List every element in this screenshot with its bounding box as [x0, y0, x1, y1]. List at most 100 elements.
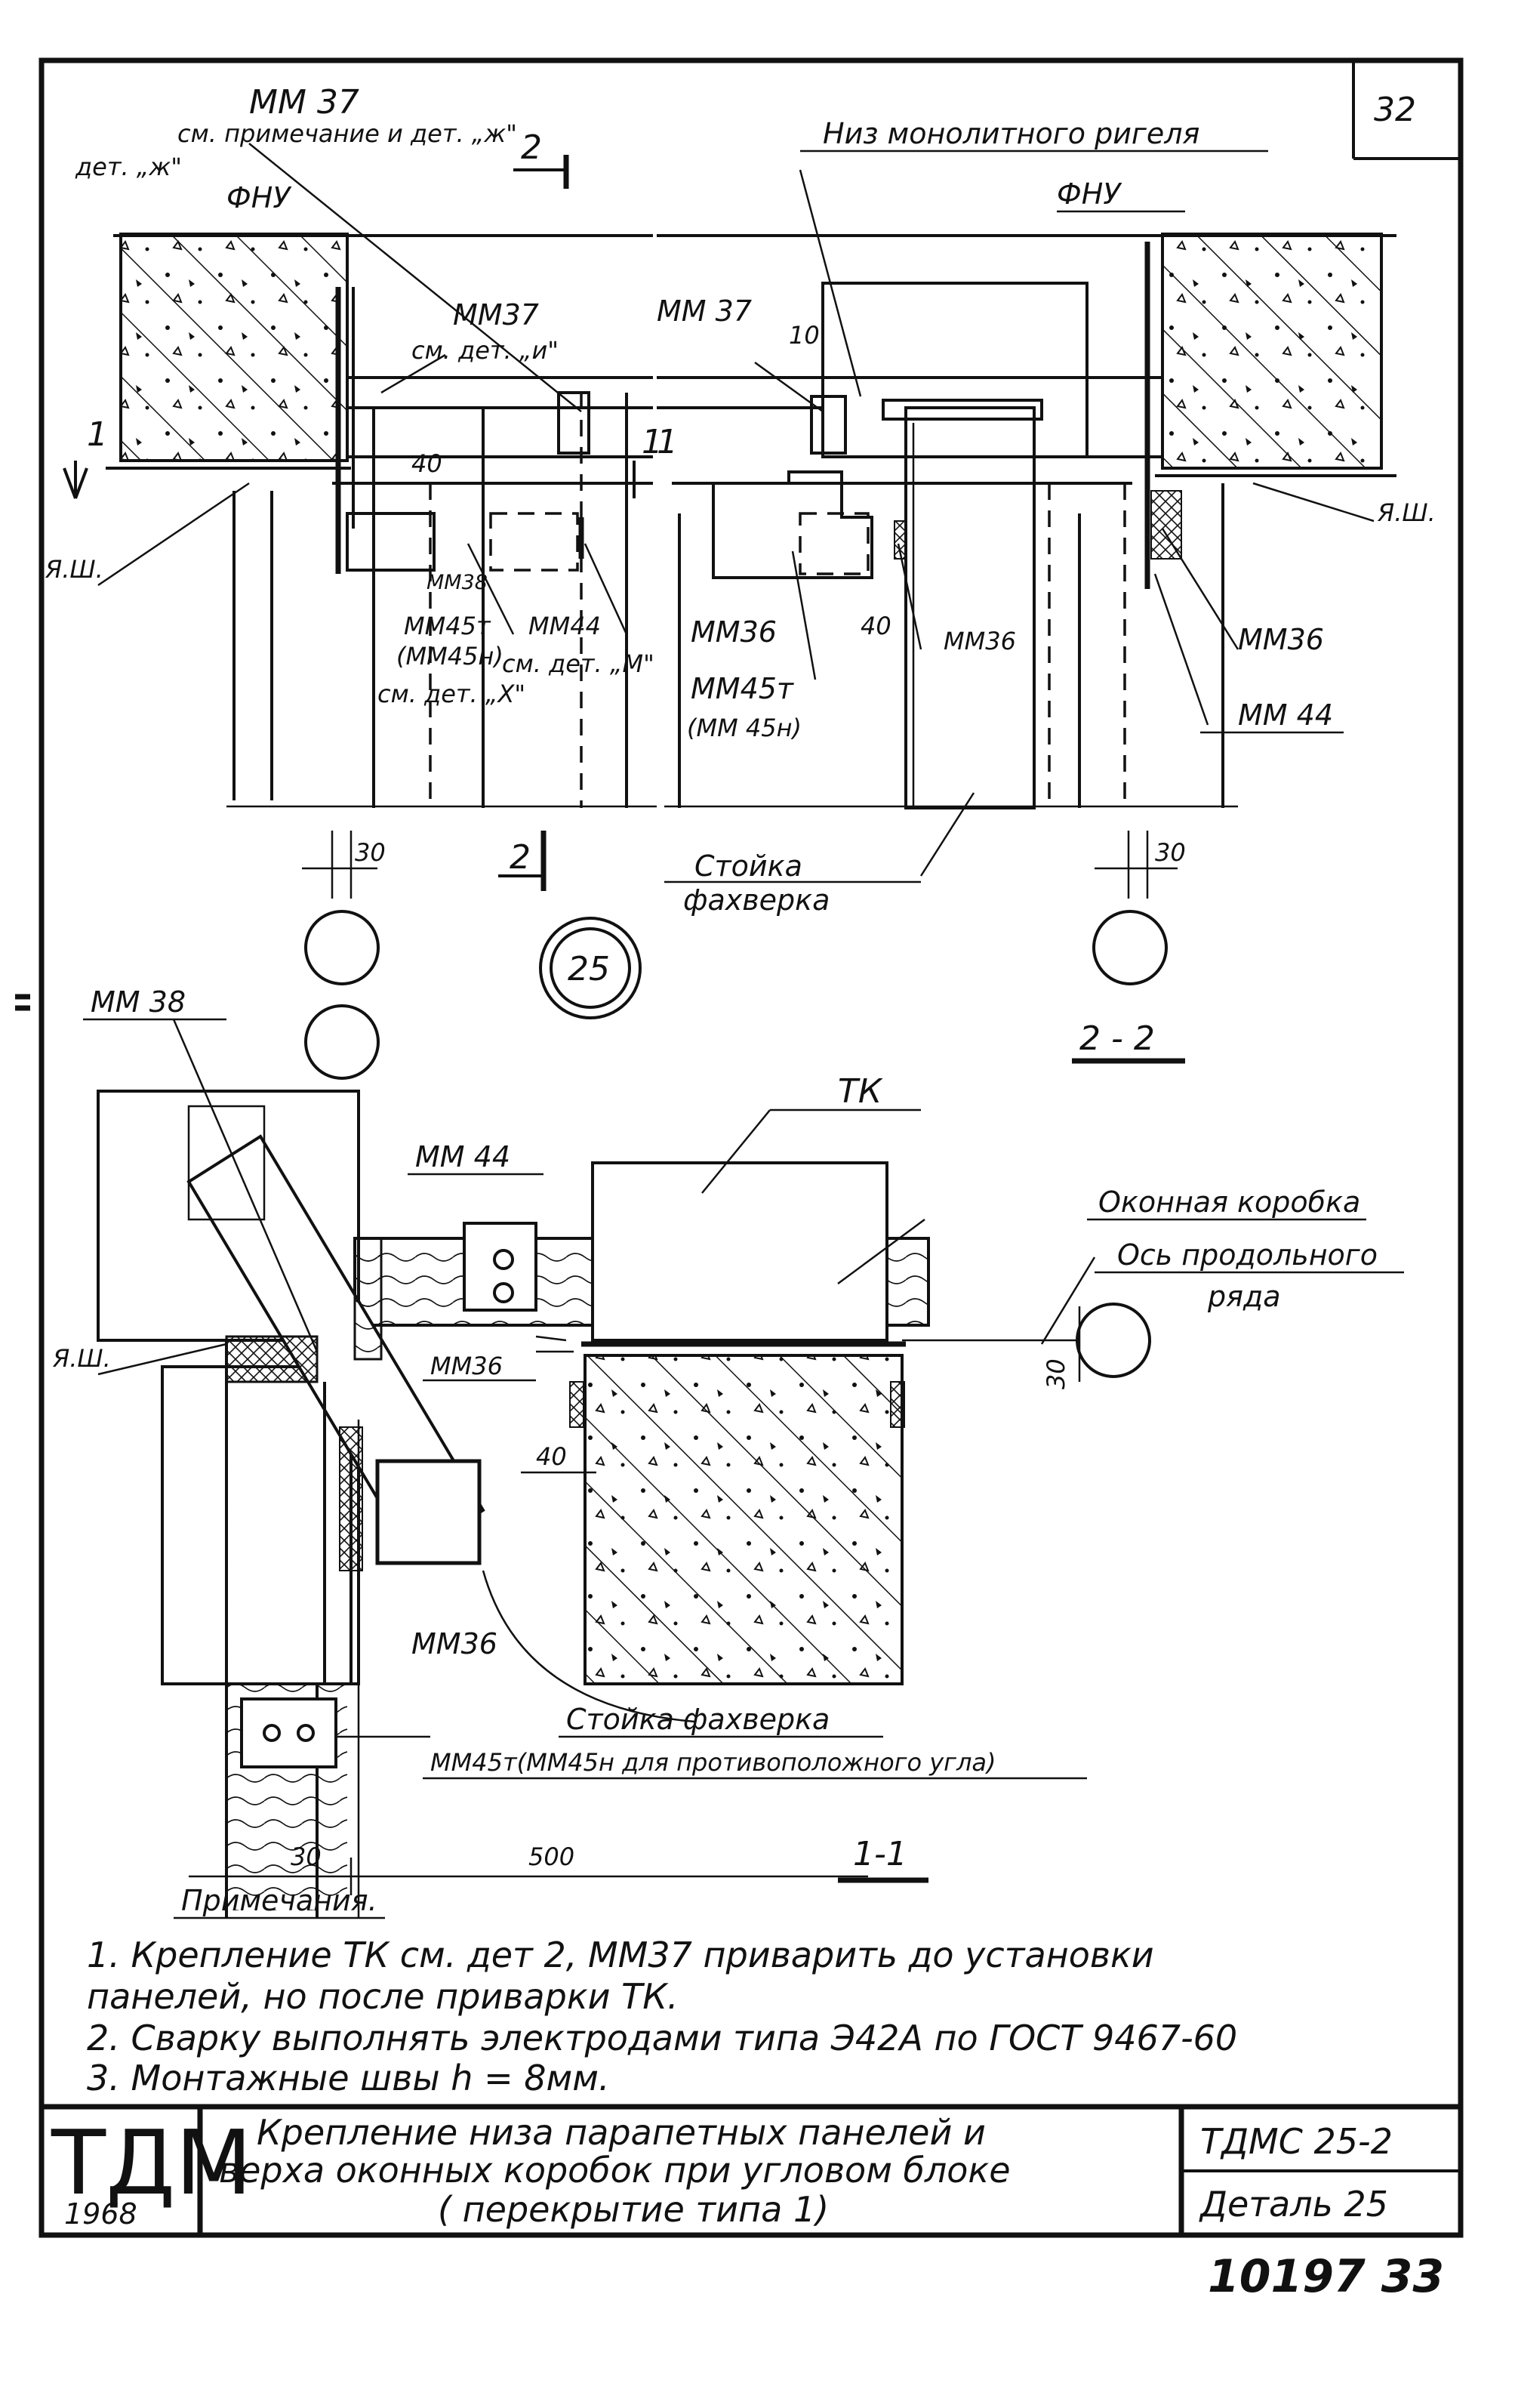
brace-weld-top	[187, 1105, 266, 1221]
sheet-frame	[38, 57, 1464, 2238]
wood-strip-left	[225, 1335, 319, 1383]
label-axis-2: ряда	[1207, 1280, 1281, 1313]
leader	[897, 543, 922, 650]
label-mm44: ММ44	[528, 612, 601, 640]
leader	[799, 169, 862, 397]
leader	[701, 1109, 771, 1194]
leader	[1040, 1256, 1096, 1345]
leader	[467, 543, 515, 635]
title-line-1: Крепление низа парапетных панелей и	[257, 2112, 986, 2153]
title-line-3: ( перекрытие типа 1)	[438, 2189, 829, 2230]
plate-mm45-r	[712, 470, 873, 579]
label-ya-sh-b: Я.Ш.	[52, 1344, 111, 1373]
label-axis-1: Ось продольного	[1117, 1238, 1378, 1272]
detail-number: 25	[568, 950, 610, 988]
label-section-1-mid: 1	[642, 423, 663, 461]
label-mm36-c: ММ36	[1238, 623, 1324, 656]
footer-number: 10197 33	[1208, 2250, 1444, 2303]
section-arrow	[63, 467, 77, 499]
bolt	[493, 1282, 514, 1303]
leader	[535, 1335, 567, 1342]
leader	[380, 353, 446, 394]
note-line: 3. Монтажные швы h = 8мм.	[87, 2058, 610, 2098]
leader	[97, 482, 250, 587]
note-line: 2. Сварку выполнять электродами типа Э42…	[87, 2018, 1237, 2058]
label-dim-30-v: 30	[1042, 1358, 1070, 1389]
leader	[837, 1218, 925, 1285]
label-dim-30: 30	[355, 838, 386, 867]
label-mm37-mid: ММ37	[453, 298, 539, 331]
section-arrow	[74, 467, 88, 499]
label-fnu-r: ФНУ	[1057, 177, 1122, 211]
wood-strip-v	[353, 1237, 383, 1361]
plate-mm45	[346, 512, 436, 572]
label-section-1-r: 1	[657, 423, 678, 461]
label-mm37-r: ММ 37	[657, 294, 752, 328]
fakhverk-post	[904, 406, 1036, 809]
brace-mm38	[186, 1134, 485, 1558]
label-section-1-1: 1-1	[853, 1835, 907, 1873]
tk-block	[591, 1161, 888, 1342]
code: ТДМС 25-2	[1200, 2121, 1393, 2162]
rigel-block	[821, 282, 1089, 458]
corner-panel-outer	[161, 1365, 353, 1685]
leader	[791, 550, 817, 680]
title-block	[42, 2104, 1461, 2235]
label-dim-30-r: 30	[1155, 838, 1186, 867]
fakhverk-post-b	[375, 1459, 482, 1565]
leader	[584, 543, 628, 635]
bolt	[493, 1249, 514, 1270]
label-section-1-left: 1	[87, 415, 108, 454]
label-mm36-b-b: ММ36	[411, 1627, 497, 1660]
label-mark-2-bottom: 2	[510, 838, 531, 877]
axis-circle	[304, 910, 380, 985]
view-section-1-1	[97, 1019, 1151, 1918]
label-mm36-b: ММ36	[691, 615, 777, 649]
label-mm37: ММ 37	[249, 83, 359, 122]
detail-circle-outer	[539, 917, 642, 1019]
label-stoika-b: Стойка фахверка	[566, 1703, 830, 1736]
label-dim-500: 500	[528, 1842, 574, 1871]
label-note-ref: см. примечание и дет. „ж"	[177, 119, 517, 148]
label-dim-40-b: 40	[536, 1442, 567, 1471]
leader	[754, 361, 824, 413]
title-line-2: верха оконных коробок при угловом блоке	[219, 2150, 1011, 2191]
axis-circle-b	[1076, 1303, 1151, 1378]
label-dim-10: 10	[789, 321, 820, 350]
column-concrete-speck	[585, 1355, 902, 1684]
label-rigel: Низ монолитного ригеля	[823, 117, 1199, 150]
label-mm38: ММ38	[426, 571, 488, 594]
leader	[248, 143, 582, 412]
label-det-u: см. дет. „и"	[411, 336, 559, 365]
axis-circle	[304, 1004, 380, 1080]
label-mm36-a-b: ММ36	[430, 1352, 503, 1380]
weld-mm36	[894, 520, 907, 560]
label-ya-sh: Я.Ш.	[45, 555, 103, 584]
label-mm38-b: ММ 38	[91, 985, 186, 1019]
logo: ТДМ	[51, 2110, 252, 2215]
year: 1968	[64, 2197, 137, 2231]
label-det-x: см. дет. „Х"	[377, 680, 525, 708]
leader	[1153, 573, 1209, 726]
label-mm36-a: ММ36	[944, 627, 1016, 655]
leader	[1161, 528, 1239, 650]
label-det-m: см. дет. „М"	[502, 649, 654, 678]
note-line: 1. Крепление ТК см. дет 2, ММ37 приварит…	[87, 1935, 1154, 1975]
label-section-2: 2	[521, 128, 542, 167]
weld-strip	[569, 1381, 584, 1428]
sheet-number: 32	[1374, 91, 1416, 129]
label-dim-30-b: 30	[291, 1842, 322, 1871]
plate-mm37	[557, 391, 590, 455]
label-mm45-note: ММ45т(ММ45н для противоположного угла)	[430, 1748, 996, 1777]
weld-strip	[890, 1381, 905, 1428]
label-det-zh: дет. „ж"	[75, 153, 182, 181]
label-dim-40-r: 40	[861, 612, 891, 640]
section-2-2: 2 - 2	[1079, 1019, 1155, 1058]
leader	[172, 1019, 319, 1352]
post-cap	[882, 399, 1043, 421]
plate-mm44	[489, 512, 579, 572]
leader	[97, 1343, 227, 1376]
view-top-left	[63, 143, 657, 1080]
label-fnu: ФНУ	[226, 181, 292, 214]
